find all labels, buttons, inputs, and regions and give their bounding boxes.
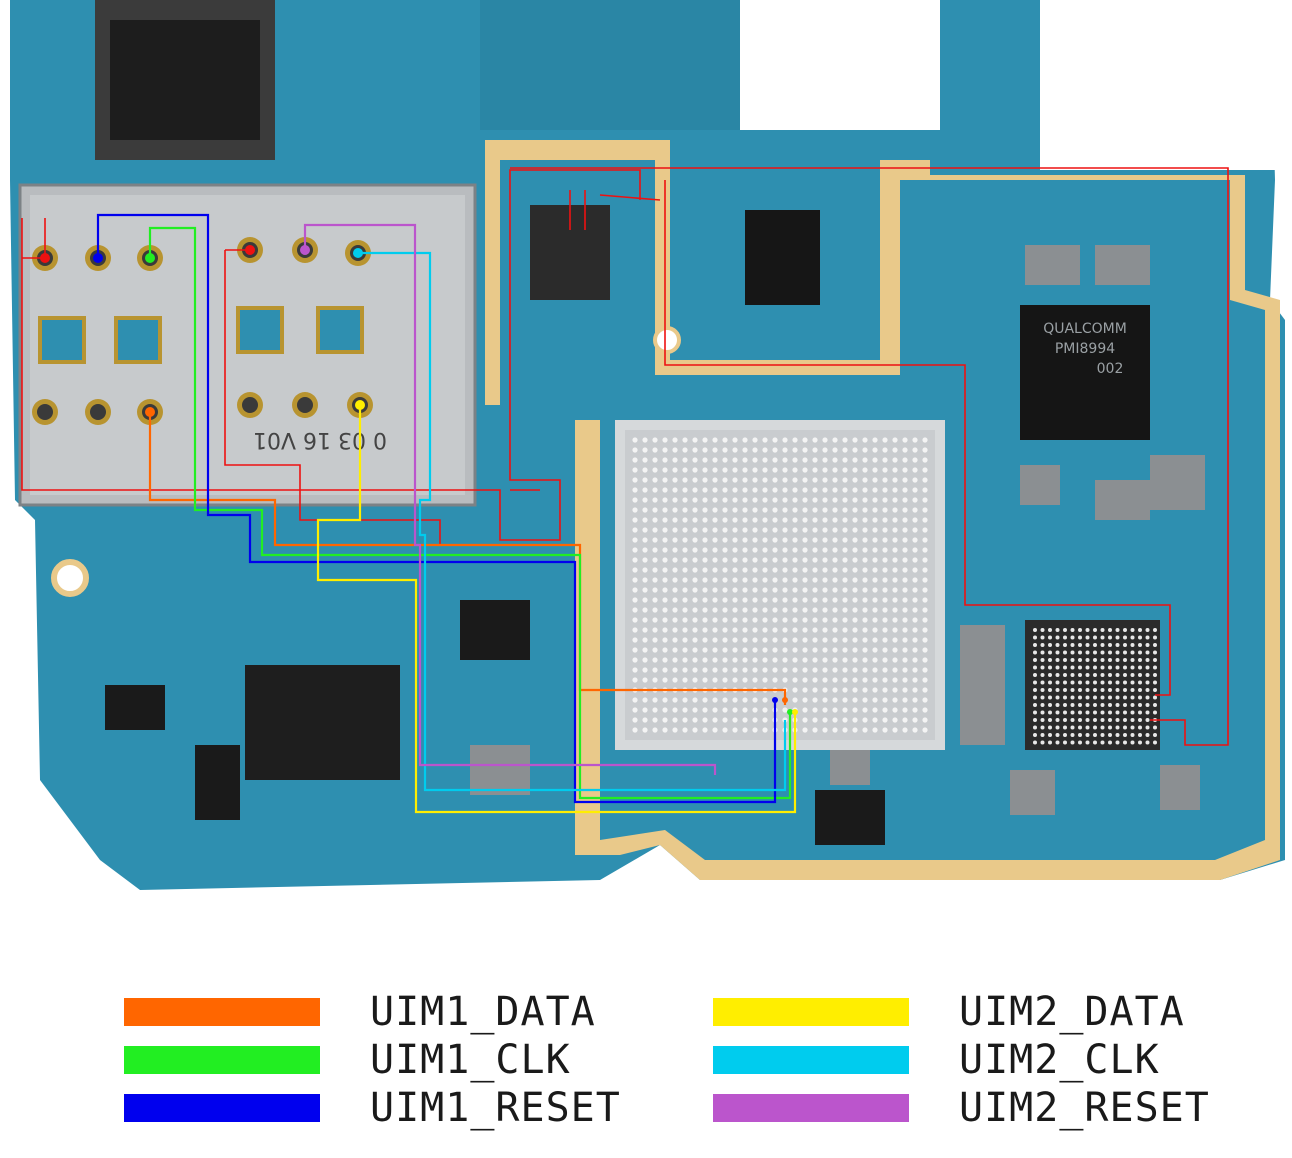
pcb-board-diagram: QUALCOMM PMI8994 002 0 03 16 V01 [10,0,1285,890]
chip-small-1 [460,600,530,660]
legend-label: UIM2_DATA [959,989,1185,1035]
legend-swatch [124,1094,320,1122]
legend-swatch [124,1046,320,1074]
net-uim2-data [316,405,797,814]
chip-upper-mid [745,210,820,305]
legend-item-uim2-clk: UIM2_CLK [713,1037,1160,1083]
legend-label: UIM2_CLK [959,1037,1160,1083]
legend-swatch [713,1046,909,1074]
sim-tray-marking: 0 03 16 V01 [253,427,387,452]
legend-item-uim1-reset: UIM1_RESET [124,1085,621,1131]
legend: UIM1_DATA UIM1_CLK UIM1_RESET UIM2_DATA … [0,989,1292,1140]
legend-swatch [713,998,909,1026]
legend-item-uim2-data: UIM2_DATA [713,989,1185,1035]
legend-item-uim1-clk: UIM1_CLK [124,1037,571,1083]
legend-label: UIM1_RESET [370,1085,621,1131]
pmic-brand-text: QUALCOMM [1043,321,1127,337]
legend-label: UIM1_DATA [370,989,596,1035]
pmic-rev-text: 002 [1097,361,1124,377]
mounting-hole [51,559,89,597]
pmic-model-text: PMI8994 [1055,341,1115,357]
net-endpoints [40,245,798,715]
bga-chip-right [1025,620,1160,750]
pmic-chip [1020,305,1150,440]
net-uim2-reset [303,223,717,775]
chip-small-4 [815,790,885,845]
legend-label: UIM1_CLK [370,1037,571,1083]
legend-item-uim2-reset: UIM2_RESET [713,1085,1210,1131]
net-uim1-data [148,415,787,705]
net-uim1-clk [148,226,792,800]
chip-small-2 [105,685,165,730]
net-uim2-clk [358,251,787,792]
legend-swatch [713,1094,909,1122]
chip-lower-left [245,665,400,780]
net-uim1-reset [96,213,777,804]
legend-swatch [124,998,320,1026]
legend-label: UIM2_RESET [959,1085,1210,1131]
legend-item-uim1-data: UIM1_DATA [124,989,596,1035]
chip-small-3 [195,745,240,820]
